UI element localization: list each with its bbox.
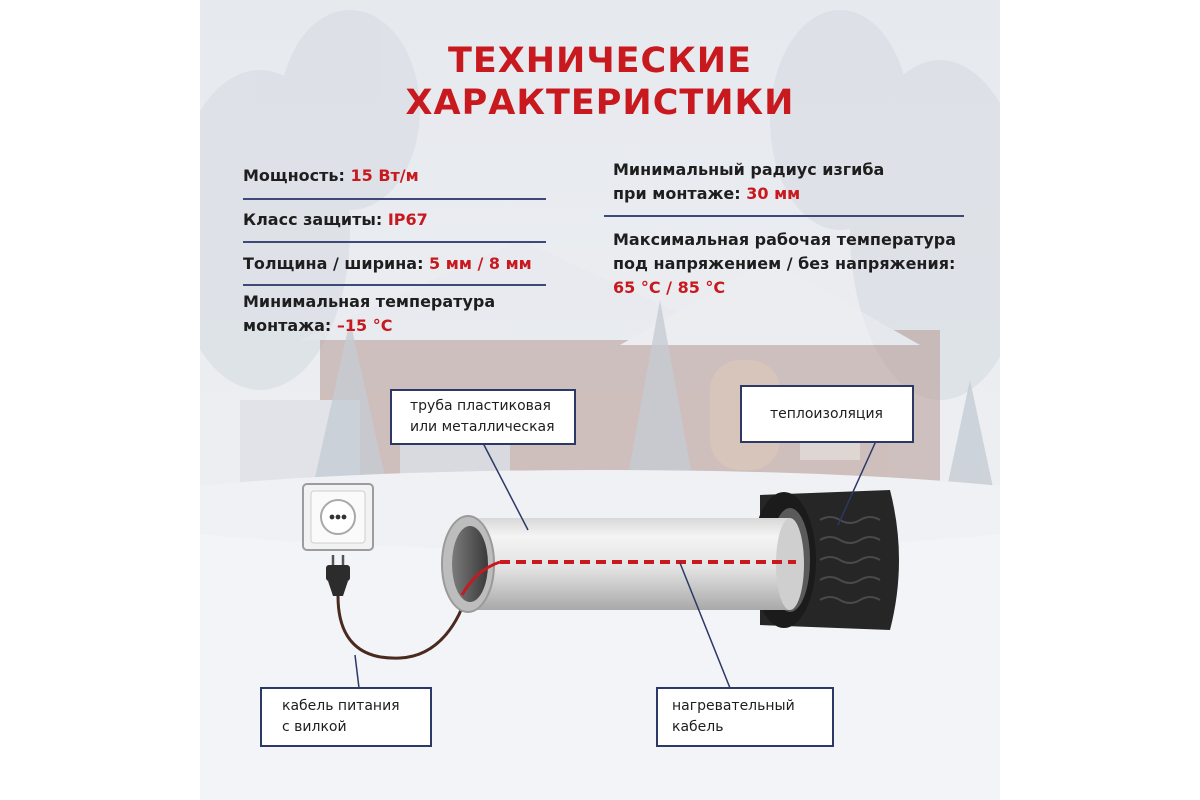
callout-lines <box>354 440 877 689</box>
spec-min-install-temp: Минимальная температура монтажа: –15 °С <box>243 290 495 338</box>
spec-power-value: 15 Вт/м <box>350 166 419 185</box>
callout-insulation: теплоизоляция <box>740 385 914 443</box>
spec-protection-label: Класс защиты: <box>243 210 388 229</box>
spec-min-temp-value: –15 °С <box>336 316 393 335</box>
page-title: ТЕХНИЧЕСКИЕ ХАРАКТЕРИСТИКИ <box>200 40 1000 124</box>
title-line-2: ХАРАКТЕРИСТИКИ <box>405 83 795 123</box>
spec-bend-value: 30 мм <box>746 184 801 203</box>
callout-pipe-line1: труба пластиковая <box>410 398 551 414</box>
callout-heating-cable-line1: нагревательный <box>672 698 795 714</box>
divider <box>604 215 964 217</box>
wall-outlet-icon <box>302 483 374 551</box>
spec-max-temp-line2: под напряжением / без напряжения: <box>613 254 956 273</box>
plug-icon <box>326 555 350 596</box>
spec-max-operating-temp: Максимальная рабочая температура под нап… <box>613 228 956 300</box>
divider <box>243 198 546 200</box>
spec-power: Мощность: 15 Вт/м <box>243 164 419 188</box>
callout-heating-cable-line2: кабель <box>672 719 724 735</box>
infographic-canvas: ТЕХНИЧЕСКИЕ ХАРАКТЕРИСТИКИ Мощность: 15 … <box>200 0 1000 800</box>
spec-min-temp-label: монтажа: <box>243 316 337 335</box>
callout-power-cable: кабель питания с вилкой <box>260 687 432 747</box>
spec-min-temp-line1: Минимальная температура <box>243 292 496 311</box>
callout-pipe: труба пластиковая или металлическая <box>390 389 576 445</box>
spec-thickness-value: 5 мм / 8 мм <box>429 254 532 273</box>
power-cable <box>336 589 470 660</box>
spec-max-temp-value: 65 °С / 85 °С <box>613 278 726 297</box>
spec-thickness-width: Толщина / ширина: 5 мм / 8 мм <box>243 252 532 276</box>
spec-max-temp-line1: Максимальная рабочая температура <box>613 230 957 249</box>
divider <box>243 284 546 286</box>
callout-pipe-line2: или металлическая <box>410 419 555 435</box>
spec-protection-class: Класс защиты: IP67 <box>243 208 428 232</box>
spec-thickness-label: Толщина / ширина: <box>243 254 430 273</box>
spec-bend-line1: Минимальный радиус изгиба <box>613 160 885 179</box>
divider <box>243 241 546 243</box>
callout-power-cable-line1: кабель питания <box>282 698 400 714</box>
callout-power-cable-line2: с вилкой <box>282 719 347 735</box>
spec-min-bend-radius: Минимальный радиус изгиба при монтаже: 3… <box>613 158 884 206</box>
spec-bend-label: при монтаже: <box>613 184 747 203</box>
spec-power-label: Мощность: <box>243 166 351 185</box>
callout-insulation-line1: теплоизоляция <box>770 405 883 422</box>
pipe-heating-diagram <box>302 440 899 689</box>
callout-heating-cable: нагревательный кабель <box>656 687 834 747</box>
title-line-1: ТЕХНИЧЕСКИЕ <box>447 41 753 81</box>
spec-protection-value: IP67 <box>387 210 428 229</box>
